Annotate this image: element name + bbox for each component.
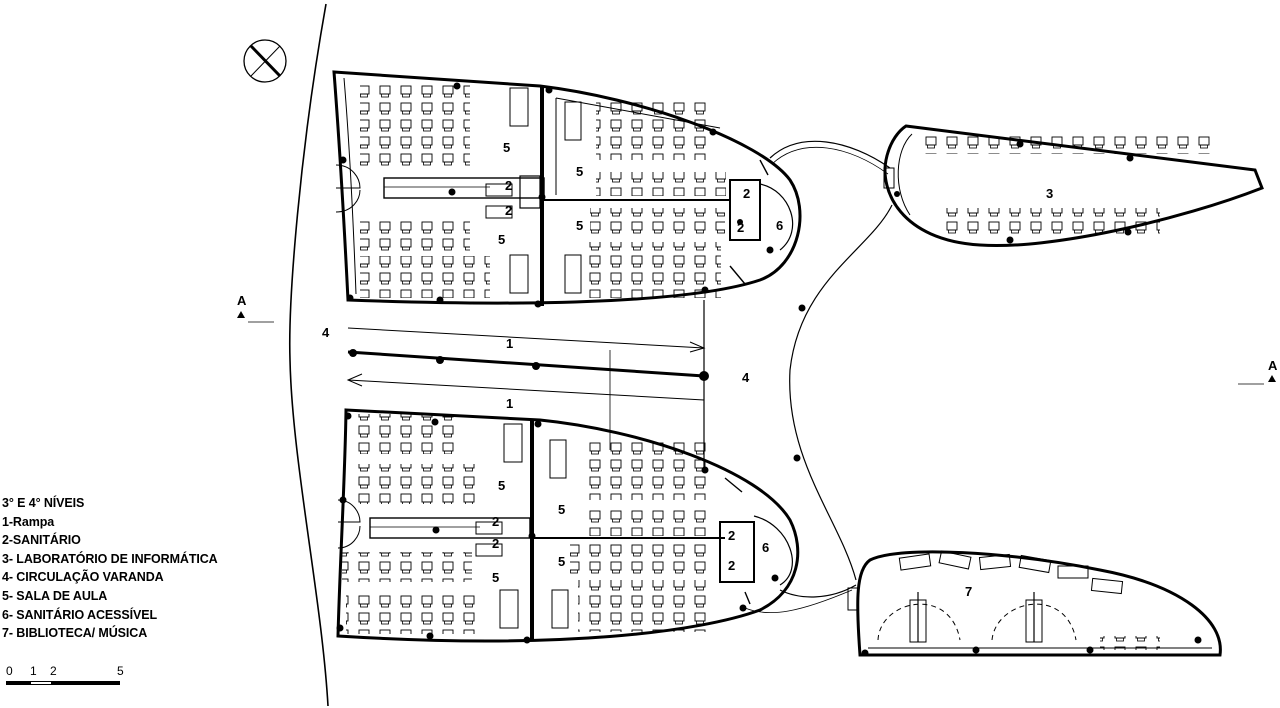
section-label: A	[1268, 358, 1278, 373]
section-marker-left: A	[237, 293, 274, 323]
north-arrow-icon	[243, 39, 287, 83]
room-label-library: 7	[965, 584, 972, 599]
room-label-toilet: 2	[492, 514, 499, 529]
upper-wing	[332, 70, 802, 308]
room-label-classroom: 5	[498, 478, 505, 493]
legend-item: 1-Rampa	[2, 514, 55, 529]
library	[847, 550, 1222, 657]
scale-segment	[52, 681, 120, 685]
room-label-ramp: 1	[506, 396, 513, 411]
room-label-lab: 3	[1046, 186, 1053, 201]
room-label-classroom: 5	[558, 554, 565, 569]
scale-tick-label: 5	[117, 664, 124, 678]
legend-item: 3- LABORATÓRIO DE INFORMÁTICA	[2, 551, 218, 566]
ramps	[346, 300, 709, 470]
legend-item: 7- BIBLIOTECA/ MÚSICA	[2, 626, 148, 641]
room-label-classroom: 5	[558, 502, 565, 517]
scale-segment	[6, 681, 30, 685]
section-marker-right: A	[1238, 358, 1278, 385]
room-label-toilet: 2	[505, 203, 512, 218]
room-label-accessible-toilet: 6	[762, 540, 769, 555]
site-edge	[289, 3, 329, 707]
scale-segment	[30, 681, 52, 685]
room-label-toilet: 2	[737, 220, 744, 235]
scale-tick-label: 1	[30, 664, 37, 678]
room-label-classroom: 5	[503, 140, 510, 155]
room-label-toilet: 2	[743, 186, 750, 201]
computer-lab	[883, 124, 1264, 248]
room-label-veranda: 4	[322, 325, 330, 340]
room-label-classroom: 5	[576, 164, 583, 179]
veranda-circulation	[744, 140, 900, 614]
lower-wing	[336, 408, 800, 644]
room-label-toilet: 2	[728, 528, 735, 543]
legend: 3° E 4° NÍVEIS 1-Rampa 2-SANITÁRIO 3- LA…	[2, 494, 242, 643]
room-label-classroom: 5	[576, 218, 583, 233]
legend-title: 3° E 4° NÍVEIS	[2, 496, 85, 510]
room-label-classroom: 5	[498, 232, 505, 247]
section-label: A	[237, 293, 247, 308]
room-label-veranda: 4	[742, 370, 750, 385]
room-label-accessible-toilet: 6	[776, 218, 783, 233]
room-label-ramp: 1	[506, 336, 513, 351]
room-label-classroom: 5	[492, 570, 499, 585]
legend-item: 6- SANITÁRIO ACESSÍVEL	[2, 607, 157, 622]
room-label-toilet: 2	[728, 558, 735, 573]
legend-item: 4- CIRCULAÇÃO VARANDA	[2, 570, 164, 585]
legend-item: 2-SANITÁRIO	[2, 533, 81, 548]
room-labels: 5 5 5 5 2 2 2 2 6 3 4 4 1 1 5 5 5 5 2 2 …	[322, 140, 1053, 599]
room-label-toilet: 2	[492, 536, 499, 551]
room-label-toilet: 2	[505, 178, 512, 193]
scale-tick-label: 0	[6, 664, 13, 678]
scale-bar: 0 1 2 5	[4, 664, 134, 694]
scale-tick-label: 2	[50, 664, 57, 678]
legend-item: 5- SALA DE AULA	[2, 588, 108, 603]
